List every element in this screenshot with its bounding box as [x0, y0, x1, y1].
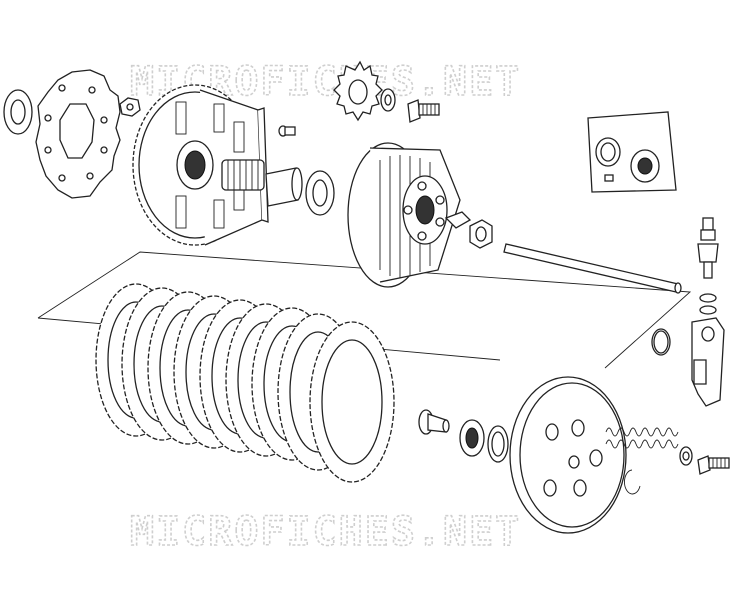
hub-nut: [469, 219, 493, 249]
clutch-plate-pack: [95, 283, 395, 483]
seal-kit: [587, 111, 677, 193]
thrust-washer: [305, 170, 335, 216]
o-ring-upper: [699, 293, 717, 315]
push-rod: [503, 243, 682, 294]
pushrod-mushroom: [418, 409, 450, 435]
ring-right: [651, 328, 671, 356]
spring-washer: [679, 446, 693, 466]
clutch-springs: [605, 427, 679, 449]
pin-small: [278, 125, 296, 137]
bearing-washer: [487, 425, 509, 463]
thrust-bearing: [459, 419, 485, 457]
needle-bearing: [221, 159, 265, 191]
clutch-plate-9: [309, 321, 395, 483]
watermark-bottom: MICROFICHES.NET: [130, 509, 521, 555]
pressure-plate: [509, 376, 627, 534]
driven-gear-disc: [35, 69, 121, 199]
clutch-hub: [347, 142, 472, 288]
bolt-upper: [407, 99, 440, 123]
washer-upper: [380, 88, 396, 112]
spring-bolt: [697, 455, 730, 475]
washer-left: [3, 89, 33, 135]
pump-gear: [333, 60, 383, 122]
spacer-bush: [265, 167, 303, 207]
release-lever: [691, 317, 725, 407]
circlip: [624, 469, 641, 495]
nut-small: [119, 97, 141, 117]
bleed-screw: [697, 217, 719, 279]
